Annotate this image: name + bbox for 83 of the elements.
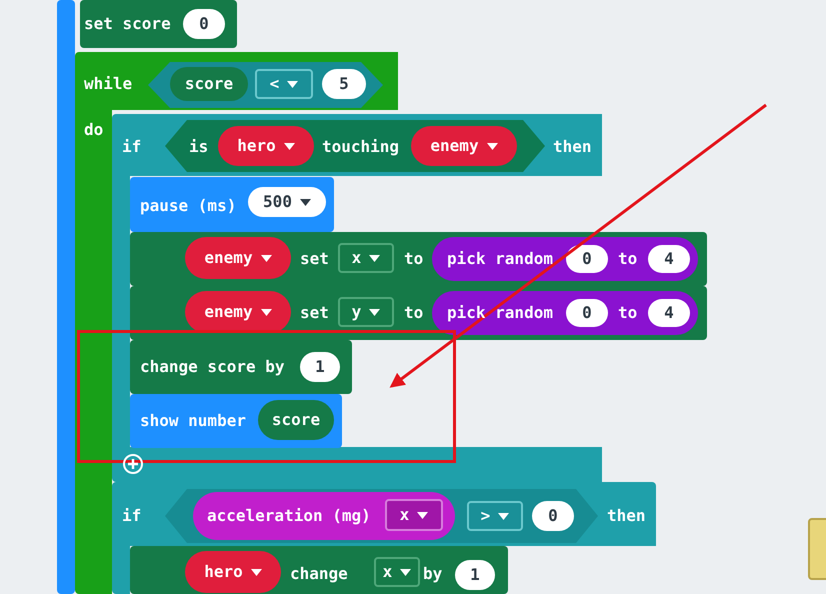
dropdown-pill xyxy=(185,551,281,593)
block-label: 4 xyxy=(664,303,674,323)
number-field xyxy=(532,501,574,531)
block-label: if xyxy=(122,506,142,526)
change-block xyxy=(130,546,508,594)
dropdown-pill xyxy=(411,126,517,166)
number-field xyxy=(322,69,366,99)
change-block xyxy=(130,340,352,394)
block-label: 5 xyxy=(339,74,349,94)
block-label: while xyxy=(84,74,132,94)
block-label: set score xyxy=(84,14,171,34)
block-label: touching xyxy=(322,137,400,157)
dropdown-pill xyxy=(255,69,313,99)
block-label: score xyxy=(272,410,320,430)
set-block xyxy=(80,0,237,48)
pick-random-block xyxy=(432,237,698,281)
variable-pill xyxy=(170,67,248,101)
block-label: do xyxy=(84,120,104,140)
block-label: hero xyxy=(204,562,243,582)
show-number-block xyxy=(130,394,342,448)
block-label: > xyxy=(480,506,490,526)
number-field xyxy=(183,9,225,39)
block-label: x xyxy=(382,562,392,582)
set-property-block xyxy=(130,232,707,286)
block-label: to xyxy=(404,249,424,269)
block-label: 0 xyxy=(199,14,209,34)
pause-block xyxy=(130,177,334,232)
block-label: 0 xyxy=(548,506,558,526)
block-label: to xyxy=(404,303,424,323)
if-block xyxy=(112,482,656,594)
block-label: pause (ms) xyxy=(140,196,236,216)
block-label: 1 xyxy=(470,565,480,585)
dropdown-pill xyxy=(338,297,394,327)
dropdown-pill xyxy=(467,501,523,531)
number-field xyxy=(648,299,690,327)
sensor-reporter-block xyxy=(193,492,455,540)
block-label: 4 xyxy=(664,249,674,269)
block-label: by xyxy=(423,564,442,584)
block-label: 1 xyxy=(315,357,325,377)
number-field xyxy=(566,245,608,273)
dropdown-pill xyxy=(374,557,420,587)
block-label: score xyxy=(184,74,234,94)
dropdown-pill xyxy=(338,243,394,273)
dropdown-pill xyxy=(185,291,291,333)
block-label: 500 xyxy=(263,192,292,212)
dropdown-pill xyxy=(185,237,291,279)
block-label: to xyxy=(618,249,638,269)
number-field xyxy=(455,560,495,590)
block-label: change score by xyxy=(140,357,284,377)
pick-random-block xyxy=(432,291,698,335)
block-label: enemy xyxy=(430,136,479,156)
block-label: x xyxy=(400,505,410,525)
block-label: 0 xyxy=(582,249,592,269)
block-label: pick random xyxy=(447,303,553,323)
while-loop-block xyxy=(75,52,707,594)
block-label: x xyxy=(352,248,362,268)
block-label: pick random xyxy=(447,249,553,269)
variable-pill xyxy=(258,400,334,440)
block-label: then xyxy=(553,137,592,157)
outer-block-arm xyxy=(57,0,75,594)
block-label: enemy xyxy=(204,248,253,268)
block-label: then xyxy=(607,506,646,526)
block-label: set xyxy=(300,303,329,323)
number-field xyxy=(566,299,608,327)
block-label: set xyxy=(300,249,329,269)
number-field xyxy=(648,245,690,273)
block-label: acceleration (mg) xyxy=(207,506,371,526)
arrow xyxy=(390,104,767,388)
dropdown-pill xyxy=(385,499,443,531)
block-label: show number xyxy=(140,411,246,431)
block-label: enemy xyxy=(204,302,253,322)
dropdown-pill xyxy=(218,126,314,166)
block-label: hero xyxy=(237,136,276,156)
number-field xyxy=(300,352,340,382)
block-label: < xyxy=(270,74,280,94)
block-label: change xyxy=(290,564,348,584)
dropdown-pill xyxy=(248,187,326,217)
block-label: is xyxy=(189,137,208,157)
set-property-block xyxy=(130,286,707,340)
block-label: if xyxy=(122,137,142,157)
block-label: y xyxy=(352,302,362,322)
block-label: to xyxy=(618,303,638,323)
block-label: 0 xyxy=(582,303,592,323)
